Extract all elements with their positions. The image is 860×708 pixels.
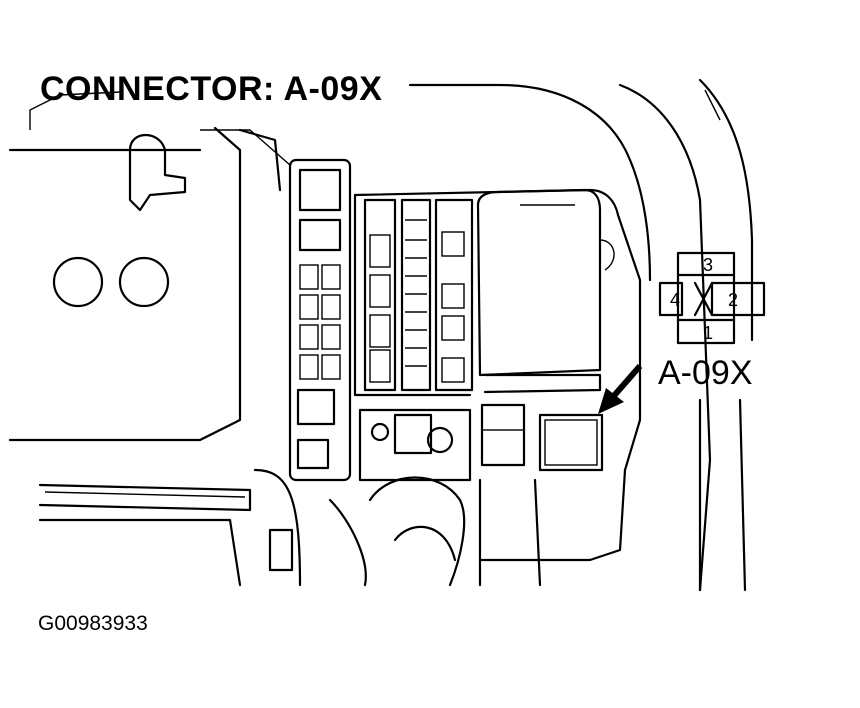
relay-block — [358, 403, 604, 482]
figure-id: G00983933 — [38, 612, 148, 635]
fender-panel — [408, 78, 754, 592]
battery-outline — [8, 91, 291, 442]
pin-3: 3 — [703, 255, 713, 275]
connector-face: 3 4 2 1 — [658, 251, 766, 345]
connector-housing — [676, 251, 736, 345]
connector-label: A-09X — [658, 354, 753, 392]
pin-2: 2 — [728, 290, 738, 310]
pin-1: 1 — [703, 323, 713, 343]
connector-a09x-location — [538, 413, 604, 472]
arrow-icon — [598, 364, 643, 414]
wire-harness — [268, 476, 542, 587]
pin-cross-icon — [693, 281, 714, 317]
relay-strip — [238, 128, 352, 482]
connector-tab-right — [710, 281, 766, 317]
battery-terminal-left — [52, 256, 104, 308]
connector-tab-left — [658, 281, 684, 317]
diagram-title: CONNECTOR: A-09X — [40, 70, 383, 108]
fuse-box — [353, 188, 642, 562]
battery-terminal-right — [118, 256, 170, 308]
frame-rail — [38, 468, 302, 587]
pin-4: 4 — [670, 290, 680, 310]
